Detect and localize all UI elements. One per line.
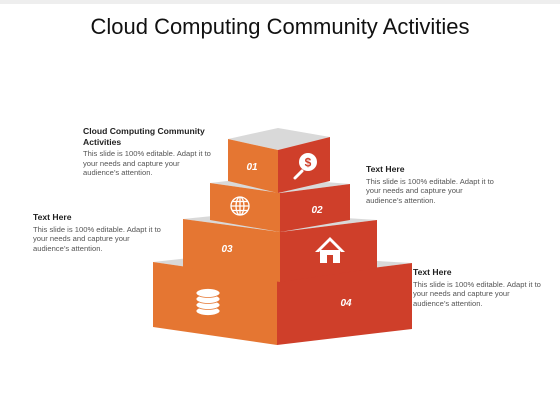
tier-2-front (210, 183, 280, 232)
tier-1: 01 $ (228, 128, 330, 193)
coin-stack-icon (195, 288, 221, 316)
top-strip (0, 0, 560, 4)
tier-1-top (228, 128, 330, 150)
tier-4-number: 04 (340, 298, 352, 309)
text-block-body: This slide is 100% editable. Adapt it to… (83, 149, 211, 178)
text-block-right-lower: Text Here This slide is 100% editable. A… (413, 267, 543, 308)
text-block-body: This slide is 100% editable. Adapt it to… (366, 176, 494, 205)
globe-icon (230, 196, 250, 216)
tier-1-number: 01 (246, 162, 258, 173)
house-icon (315, 237, 345, 263)
svg-text:$: $ (305, 156, 312, 170)
tier-2-side (280, 184, 350, 232)
text-block-heading: Text Here (366, 164, 405, 174)
tier-1-front (228, 139, 278, 193)
text-block-heading: Text Here (413, 267, 452, 277)
tier-4-side (277, 263, 412, 345)
text-block-heading: Cloud Computing Community Activities (83, 126, 205, 147)
text-block-body: This slide is 100% editable. Adapt it to… (413, 279, 541, 308)
text-block-right-upper: Text Here This slide is 100% editable. A… (366, 164, 496, 205)
dollar-magnifier-icon: $ (293, 153, 317, 180)
text-block-body: This slide is 100% editable. Adapt it to… (33, 224, 161, 253)
slide-title: Cloud Computing Community Activities (90, 14, 470, 39)
tier-3-number: 03 (221, 244, 233, 255)
text-block-left-middle: Text Here This slide is 100% editable. A… (33, 212, 163, 253)
text-block-heading: Text Here (33, 212, 72, 222)
tier-3-front (183, 219, 280, 282)
text-block-top-left: Cloud Computing Community Activities Thi… (83, 126, 213, 178)
tier-2-number: 02 (311, 205, 323, 216)
